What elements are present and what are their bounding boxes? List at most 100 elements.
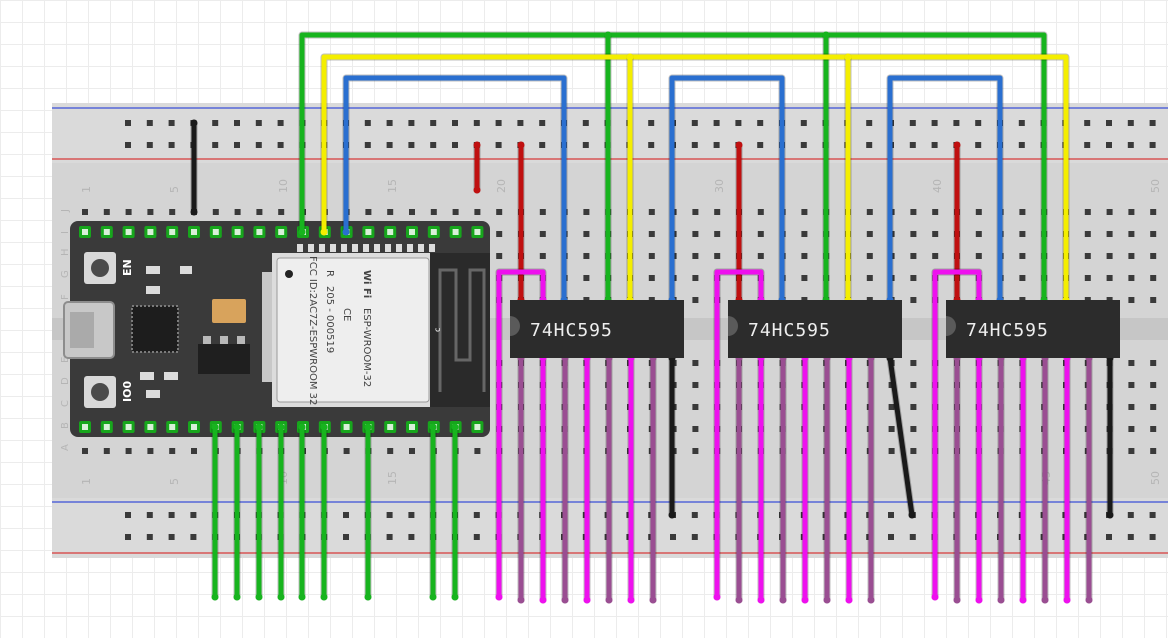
col-number-top-40: 40 — [931, 179, 944, 193]
breadboard-hole — [1150, 231, 1157, 237]
wire-green-drop-1-end — [604, 31, 612, 39]
breadboard-hole — [648, 231, 655, 237]
col-number-top-10: 10 — [277, 179, 290, 193]
rail-hole — [800, 120, 807, 126]
wire-black-gnd-2-end — [908, 511, 916, 519]
module-pad — [363, 244, 369, 252]
breadboard-hole — [496, 253, 503, 259]
io0-button[interactable] — [84, 376, 116, 408]
breadboard-hole — [539, 231, 546, 237]
esp32-pin-pad — [147, 424, 154, 430]
wire-ic3-output-1-end — [953, 596, 961, 604]
module-r-mark: R — [324, 270, 335, 277]
breadboard-hole — [910, 209, 917, 215]
rail-hole — [125, 142, 131, 148]
wire-ic3-output-4-end — [1019, 596, 1027, 604]
module-pad — [429, 244, 435, 252]
row-letter-h: H — [60, 248, 71, 256]
module-pad — [407, 244, 413, 252]
rail-hole — [386, 512, 393, 518]
breadboard-hole — [1150, 404, 1157, 410]
rail-hole — [190, 534, 197, 540]
esp32-pin-pad — [82, 424, 88, 430]
breadboard-hole — [910, 448, 917, 454]
esp32-pin-pad — [409, 424, 415, 430]
breadboard-hole — [866, 253, 873, 259]
breadboard-hole — [409, 448, 415, 454]
breadboard-hole — [147, 448, 154, 454]
breadboard-hole — [191, 448, 197, 454]
breadboard-hole — [888, 404, 895, 410]
esp32-pin-pad — [452, 229, 459, 235]
rail-hole — [277, 142, 284, 148]
breadboard-hole — [692, 297, 699, 303]
esp-wroom-32-module: c Wi Fi ESP-WROOM-32 CE R 205 - 000519 F… — [272, 253, 490, 407]
rail-hole — [1018, 120, 1025, 126]
en-button[interactable] — [84, 252, 116, 284]
breadboard-hole — [539, 253, 546, 259]
wire-ic2-output-3-end — [779, 596, 787, 604]
wire-ic2-output-4-end — [801, 596, 809, 604]
wire-green-gpio-0-end — [211, 593, 219, 601]
ic-3-label: 74HC595 — [966, 320, 1049, 341]
wire-ic1-output-2-end — [539, 596, 547, 604]
wire-ic3-output-3-end — [997, 596, 1005, 604]
ic-1[interactable]: 74HC595 — [510, 300, 684, 358]
rail-hole — [1149, 120, 1156, 126]
esp32-pin-pad — [169, 229, 176, 235]
breadboard-hole — [1150, 209, 1157, 215]
breadboard-hole — [1150, 253, 1157, 259]
esp32-pin-pad — [343, 424, 350, 430]
wire-ic1-output-3-end — [561, 596, 569, 604]
wire-yellow-drop-1-end — [626, 53, 634, 61]
breadboard-hole — [692, 404, 699, 410]
module-brand: Wi Fi — [361, 270, 372, 298]
rail-hole — [648, 142, 655, 148]
breadboard-hole — [430, 209, 437, 215]
wire-red-vcc-4-end — [953, 141, 961, 149]
breadboard-hole — [648, 209, 655, 215]
breadboard-hole — [801, 275, 808, 281]
breadboard-hole — [169, 209, 176, 215]
rail-hole — [909, 142, 916, 148]
wire-ic1-output-6-end — [627, 596, 635, 604]
rail-hole — [146, 534, 153, 540]
breadboard-hole — [1150, 360, 1157, 366]
rail-hole — [408, 534, 415, 540]
ic-3[interactable]: 74HC595 — [946, 300, 1120, 358]
row-letter-g: G — [60, 270, 71, 278]
rail-hole — [386, 120, 393, 126]
rail-hole — [866, 142, 873, 148]
breadboard-hole — [910, 360, 917, 366]
wire-magenta-bridge-0-end — [495, 593, 503, 601]
wire-blue-data-2 — [669, 75, 785, 303]
rail-hole — [212, 142, 219, 148]
rail-hole — [648, 120, 655, 126]
rail-hole — [408, 512, 415, 518]
capacitor — [212, 299, 246, 323]
esp32-pin-pad — [169, 424, 176, 430]
module-pad — [418, 244, 424, 252]
breadboard-hole — [583, 275, 590, 281]
breadboard-hole — [1019, 209, 1026, 215]
ic-2[interactable]: 74HC595 — [728, 300, 902, 358]
breadboard-hole — [1150, 382, 1157, 388]
breadboard-hole — [1128, 209, 1135, 215]
breadboard-hole — [1106, 209, 1113, 215]
esp32-pin-pad — [103, 424, 110, 430]
wire-magenta-bridge-0 — [496, 269, 546, 600]
rail-hole — [168, 534, 175, 540]
esp32-board[interactable]: EN IO0 c Wi Fi ESP-WROOM-32 — [63, 221, 490, 437]
esp32-pin-pad — [103, 229, 110, 235]
wire-magenta-bridge-1-end — [713, 593, 721, 601]
breadboard-hole — [692, 253, 699, 259]
wire-magenta-bridge-1 — [714, 269, 764, 600]
wire-magenta-bridge-2-end — [931, 593, 939, 601]
breadboard-hole — [692, 231, 699, 237]
rail-hole — [1149, 142, 1156, 148]
rail-hole — [386, 534, 393, 540]
rail-hole — [255, 120, 262, 126]
breadboard-hole — [234, 209, 241, 215]
breadboard-hole — [692, 360, 699, 366]
wire-ic3-output-2-end — [975, 596, 983, 604]
